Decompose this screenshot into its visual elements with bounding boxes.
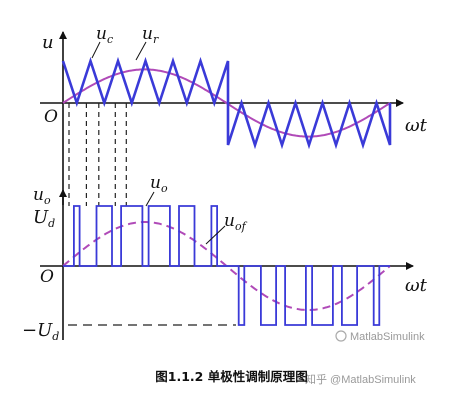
neg-level-label: −Ud [22, 320, 59, 343]
carrier-triangle [61, 56, 392, 150]
reference-sine [62, 68, 391, 138]
bottom-origin-label: O [40, 267, 54, 287]
projection-lines [68, 103, 127, 206]
watermark-2: 知乎 @MatlabSimulink [305, 372, 416, 386]
figure-caption: 图1.1.2 单极性调制原理图 [155, 369, 308, 384]
output-label-leader [145, 191, 155, 207]
reference-label: ur [142, 24, 159, 46]
top-y-label: u [42, 32, 54, 53]
top-origin-label: O [44, 107, 58, 127]
bottom-panel: uo Ud O ωt −Ud uo uof [22, 173, 428, 343]
bottom-y-label: uo [33, 185, 51, 207]
watermark-1: MatlabSimulink [350, 331, 425, 343]
output-label: uo [150, 173, 168, 195]
watermark-group: MatlabSimulink 知乎 @MatlabSimulink [305, 330, 425, 386]
bottom-x-label: ωt [405, 275, 428, 296]
fundamental-label-leader [205, 225, 226, 245]
carrier-label-leader [91, 41, 101, 59]
fundamental-label: uof [224, 211, 248, 233]
top-x-label: ωt [405, 115, 428, 136]
pos-level-label: Ud [33, 207, 55, 230]
carrier-label: uc [96, 24, 113, 46]
top-panel: u ωt O uc ur [40, 24, 428, 205]
watermark-logo-icon [335, 330, 347, 342]
reference-label-leader [135, 41, 147, 61]
pwm-output-waveform [63, 205, 390, 326]
